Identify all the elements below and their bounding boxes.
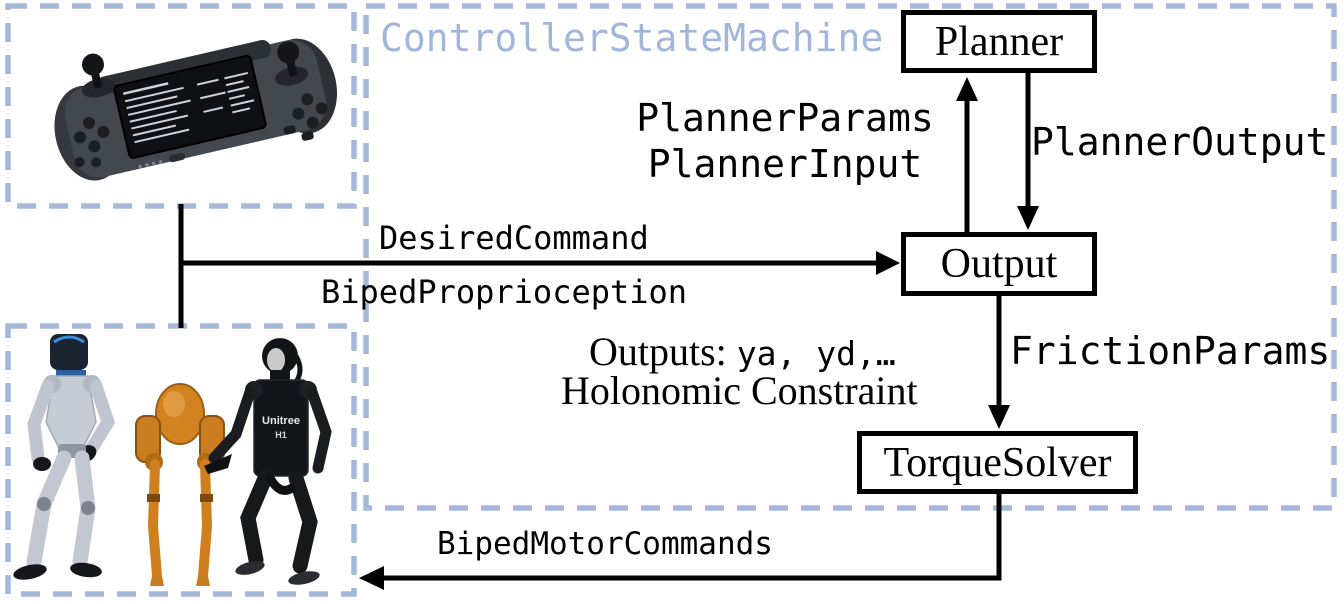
- node-planner: Planner: [901, 10, 1097, 73]
- controller-left-buttons: [74, 116, 110, 168]
- label-outputs-values: ya, yd,…: [736, 334, 896, 373]
- silver-robot-visor: [53, 335, 85, 344]
- controller-right-buttons: [283, 93, 328, 141]
- silver-robot-right-arm: [85, 379, 116, 455]
- label-friction-params: FrictionParams: [1010, 329, 1331, 373]
- label-holonomic-constraint: Holonomic Constraint: [561, 368, 918, 413]
- controller-left-joystick: [81, 53, 116, 98]
- black-robot-left-leg: [240, 468, 274, 568]
- controller-state-machine-dashed-box: [363, 3, 1337, 511]
- arrow-biped-motor-commands-head: [359, 566, 384, 590]
- black-robot-chest-text-line1: Unitree: [262, 415, 300, 427]
- label-planner-params: PlannerParams: [636, 96, 934, 140]
- black-robot-torso: [253, 379, 309, 477]
- label-desired-command: DesiredCommand: [379, 219, 649, 257]
- black-robot-left-hand: [204, 454, 232, 474]
- label-outputs-prefix: Outputs:: [589, 329, 727, 374]
- silver-robot-head: [50, 334, 88, 370]
- silver-robot-left-arm: [27, 379, 55, 465]
- orange-biped-robot: [135, 383, 225, 586]
- biped-robots-image: Unitree H1: [13, 334, 332, 586]
- node-torque-solver: TorqueSolver: [857, 431, 1138, 494]
- arrow-desired-command-head: [876, 251, 900, 275]
- black-humanoid-robot: Unitree H1: [204, 338, 332, 585]
- black-robot-right-arm: [306, 386, 332, 474]
- label-biped-motor-commands: BipedMotorCommands: [437, 526, 773, 562]
- label-planner-output: PlannerOutput: [1031, 120, 1329, 164]
- black-robot-face: [267, 348, 285, 372]
- silver-robot-left-leg: [26, 450, 72, 570]
- label-biped-proprioception: BipedProprioception: [321, 273, 688, 311]
- arrow-planner-output-head: [1017, 206, 1039, 230]
- silver-humanoid-robot: [13, 334, 116, 580]
- orange-robot-left-leg: [147, 459, 162, 581]
- orange-robot-right-leg: [198, 459, 213, 581]
- label-planner-params-input: PlannerParams PlannerInput: [618, 95, 952, 187]
- black-robot-chest-text-line2: H1: [275, 430, 287, 440]
- black-robot-left-arm: [208, 386, 256, 464]
- label-outputs: Outputs: ya, yd,…: [589, 329, 896, 375]
- controller-right-joystick: [275, 41, 309, 86]
- controller-screen: [113, 54, 267, 159]
- node-output: Output: [901, 232, 1097, 296]
- black-robot-right-leg: [288, 470, 318, 574]
- arrow-planner-input-head: [956, 77, 978, 101]
- controller-indicator-lights: [138, 152, 186, 169]
- black-robot-hands-folded: [265, 473, 297, 495]
- controller-screen-text-rows: [123, 71, 255, 144]
- state-machine-title: ControllerStateMachine: [380, 16, 884, 60]
- arrow-friction-params-head: [988, 405, 1010, 429]
- label-planner-input: PlannerInput: [647, 142, 923, 186]
- arrow-biped-motor-commands-line: [381, 494, 1002, 581]
- remote-controller-image: [54, 38, 338, 181]
